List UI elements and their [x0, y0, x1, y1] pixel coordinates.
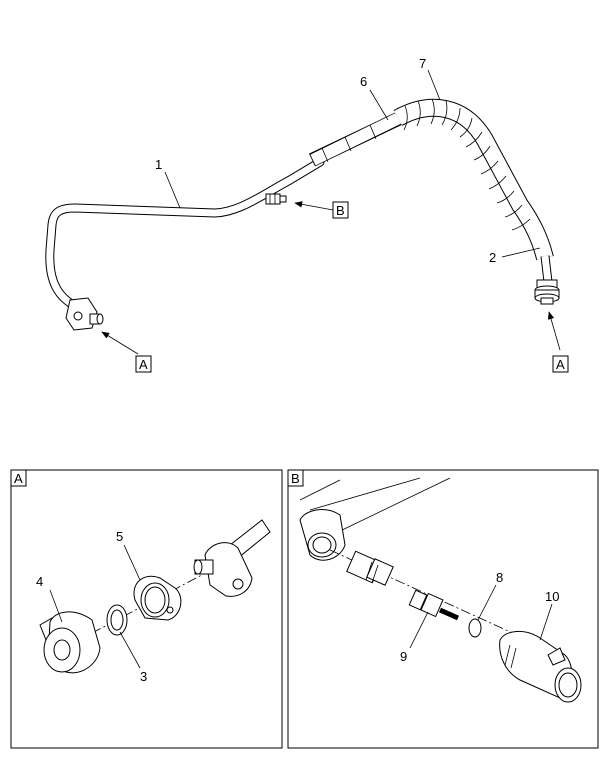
svg-text:B: B — [336, 203, 345, 218]
right-end-fitting — [534, 279, 560, 305]
left-end-fitting — [65, 297, 104, 331]
detail-b-fitting-part-9 — [408, 589, 460, 621]
detail-b-switch-part-10 — [499, 631, 582, 703]
callout-4: 4 — [36, 574, 43, 589]
detail-b-fitting-ghost — [346, 550, 394, 586]
callout-9: 9 — [400, 649, 407, 664]
callout-10: 10 — [545, 589, 559, 604]
detail-a-flange-tube — [193, 519, 271, 597]
detail-panel-a: A — [10, 469, 283, 749]
callout-6: 6 — [360, 74, 367, 89]
callout-leaders — [101, 69, 561, 355]
tube-assembly — [45, 98, 560, 331]
view-ref-b: B — [332, 201, 349, 219]
callout-3: 3 — [140, 669, 147, 684]
detail-a-title: A — [14, 471, 23, 486]
callout-5: 5 — [116, 529, 123, 544]
view-ref-a-left: A — [135, 355, 152, 373]
detail-a-cap-part-4 — [39, 611, 101, 674]
detail-panel-b: B — [287, 469, 599, 749]
detail-b-oring-part-8 — [468, 618, 482, 638]
detail-a-oring-part-3 — [106, 604, 128, 636]
callout-1: 1 — [155, 157, 162, 172]
view-ref-a-right: A — [552, 355, 569, 373]
callout-8: 8 — [496, 570, 503, 585]
svg-text:A: A — [556, 357, 565, 372]
callout-2: 2 — [489, 250, 496, 265]
coil-spring-bands — [403, 98, 531, 231]
detail-a-gasket-part-5 — [133, 575, 182, 621]
detail-b-tube — [299, 477, 451, 561]
detail-b-title: B — [291, 471, 300, 486]
callout-7: 7 — [419, 56, 426, 71]
b-port-fitting — [265, 193, 287, 205]
svg-text:A: A — [139, 357, 148, 372]
